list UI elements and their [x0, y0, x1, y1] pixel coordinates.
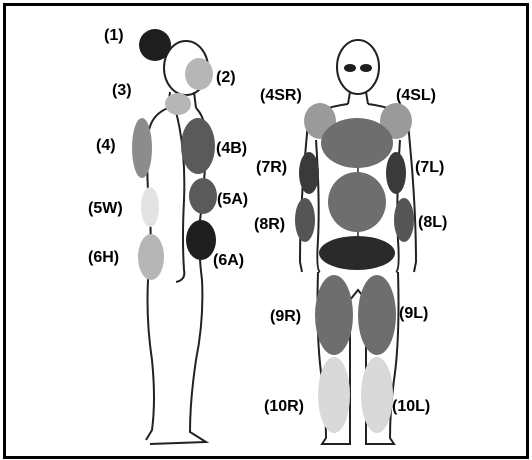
label-4b: (4B) [216, 140, 247, 157]
zone-1-head-top [139, 29, 171, 61]
zone-labels: (1) (2) (3) (4) (4B) (5W) (5A) (6H) (6A)… [88, 27, 447, 415]
zone-chest [321, 118, 393, 168]
zone-5w-forearm [141, 187, 159, 227]
label-10r: (10R) [264, 398, 304, 415]
zone-8r-right-forearm [295, 198, 315, 242]
zone-8l-left-forearm [394, 198, 414, 242]
label-9r: (9R) [270, 308, 301, 325]
label-6h: (6H) [88, 249, 119, 266]
zone-7l-left-upper-arm [386, 152, 406, 194]
label-7r: (7R) [256, 159, 287, 176]
left-eye [344, 64, 356, 72]
label-8l: (8L) [418, 214, 447, 231]
label-4sr: (4SR) [260, 87, 302, 104]
zone-5a-mid-back [189, 178, 217, 214]
label-7l: (7L) [415, 159, 444, 176]
zone-4-upper-arm [132, 118, 152, 178]
zone-3-neck [165, 93, 191, 115]
label-5w: (5W) [88, 200, 123, 217]
label-4sl: (4SL) [396, 87, 436, 104]
zone-abdomen [328, 172, 386, 232]
label-9l: (9L) [399, 305, 428, 322]
label-8r: (8R) [254, 216, 285, 233]
label-3: (3) [112, 82, 132, 99]
zone-6a-lower-back [186, 220, 216, 260]
zone-7r-right-upper-arm [299, 152, 319, 194]
label-4: (4) [96, 137, 116, 154]
zone-4b-upper-back [181, 118, 215, 174]
zone-9r-right-thigh [315, 275, 353, 355]
zone-9l-left-thigh [358, 275, 396, 355]
zone-2-face [185, 58, 213, 90]
right-eye [360, 64, 372, 72]
side-view-figure [132, 29, 217, 444]
label-6a: (6A) [213, 252, 244, 269]
label-5a: (5A) [217, 191, 248, 208]
zone-6h-hand [138, 234, 164, 280]
zone-10l-left-lower-leg [361, 357, 393, 433]
label-2: (2) [216, 69, 236, 86]
label-1: (1) [104, 27, 124, 44]
label-10l: (10L) [392, 398, 430, 415]
zone-10r-right-lower-leg [318, 357, 350, 433]
zone-pelvis [319, 236, 395, 270]
